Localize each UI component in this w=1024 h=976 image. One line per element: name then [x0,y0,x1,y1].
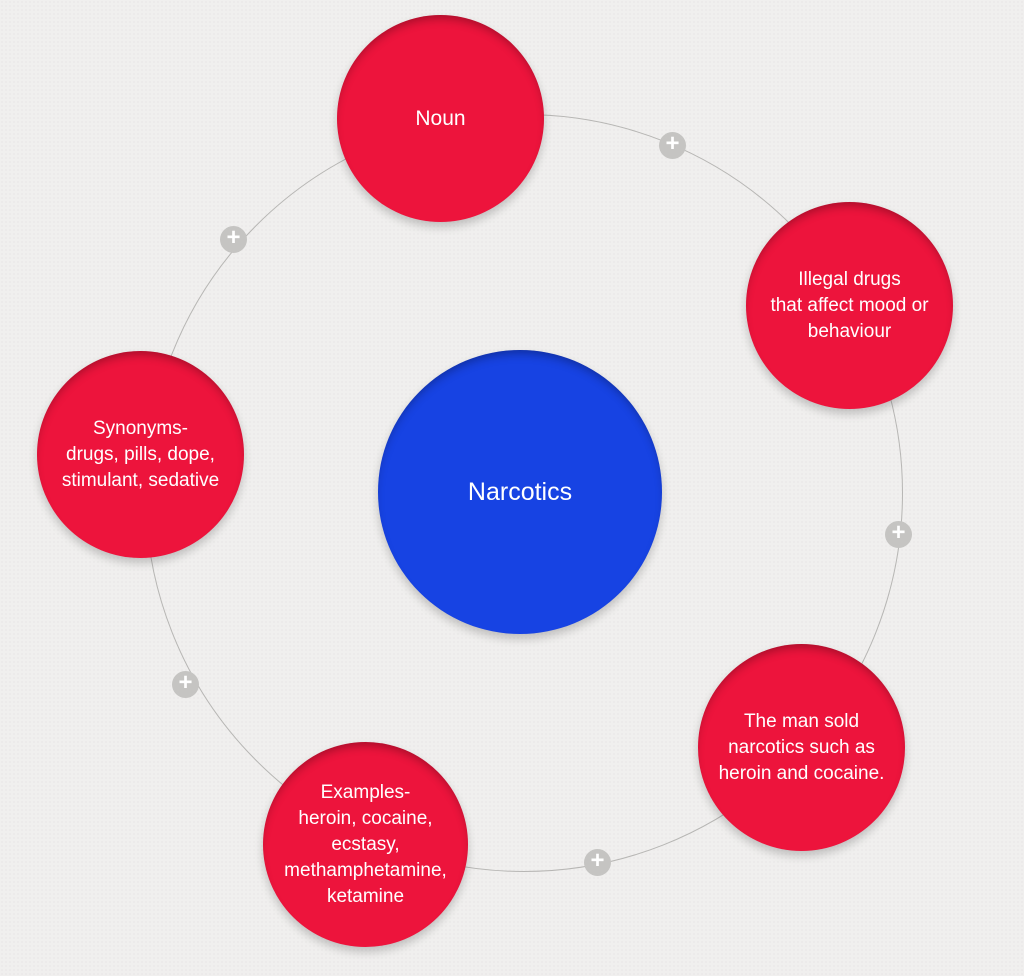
node-label-line: Noun [415,106,466,130]
plus-icon: + [178,669,193,696]
node-label-line: Synonyms- [92,417,189,439]
node-label-line: Examples- [320,781,411,803]
node-label-line: heroin and cocaine. [718,762,885,784]
node-label-line: stimulant, sedative [61,469,220,491]
node-label-line: methamphetamine, [284,859,447,881]
add-node-button[interactable]: + [172,671,199,698]
plus-icon: + [891,519,906,546]
node-synonyms[interactable]: Synonyms- drugs, pills, dope, stimulant,… [37,351,244,558]
node-label-line: heroin, cocaine, [298,807,433,829]
node-label-line: Illegal drugs [798,268,901,290]
add-node-button[interactable]: + [220,226,247,253]
node-definition[interactable]: Illegal drugs that affect mood or behavi… [746,202,953,409]
node-label-line: ecstasy, [331,833,400,855]
node-examples[interactable]: Examples- heroin, cocaine, ecstasy, meth… [263,742,468,947]
add-node-button[interactable]: + [885,521,912,548]
plus-icon: + [590,847,605,874]
node-label-line: behaviour [807,320,892,342]
plus-icon: + [226,224,241,251]
center-topic-label: Narcotics [467,477,573,506]
add-node-button[interactable]: + [584,849,611,876]
node-label-line: The man sold [743,710,860,732]
node-example-sentence[interactable]: The man sold narcotics such as heroin an… [698,644,905,851]
center-topic-node[interactable]: Narcotics [378,350,662,634]
node-part-of-speech[interactable]: Noun [337,15,544,222]
node-label-line: drugs, pills, dope, [66,443,215,465]
add-node-button[interactable]: + [659,132,686,159]
node-label-line: ketamine [326,885,405,907]
node-label-line: narcotics such as [728,736,875,758]
plus-icon: + [665,130,680,157]
node-label-line: that affect mood or [770,294,929,316]
